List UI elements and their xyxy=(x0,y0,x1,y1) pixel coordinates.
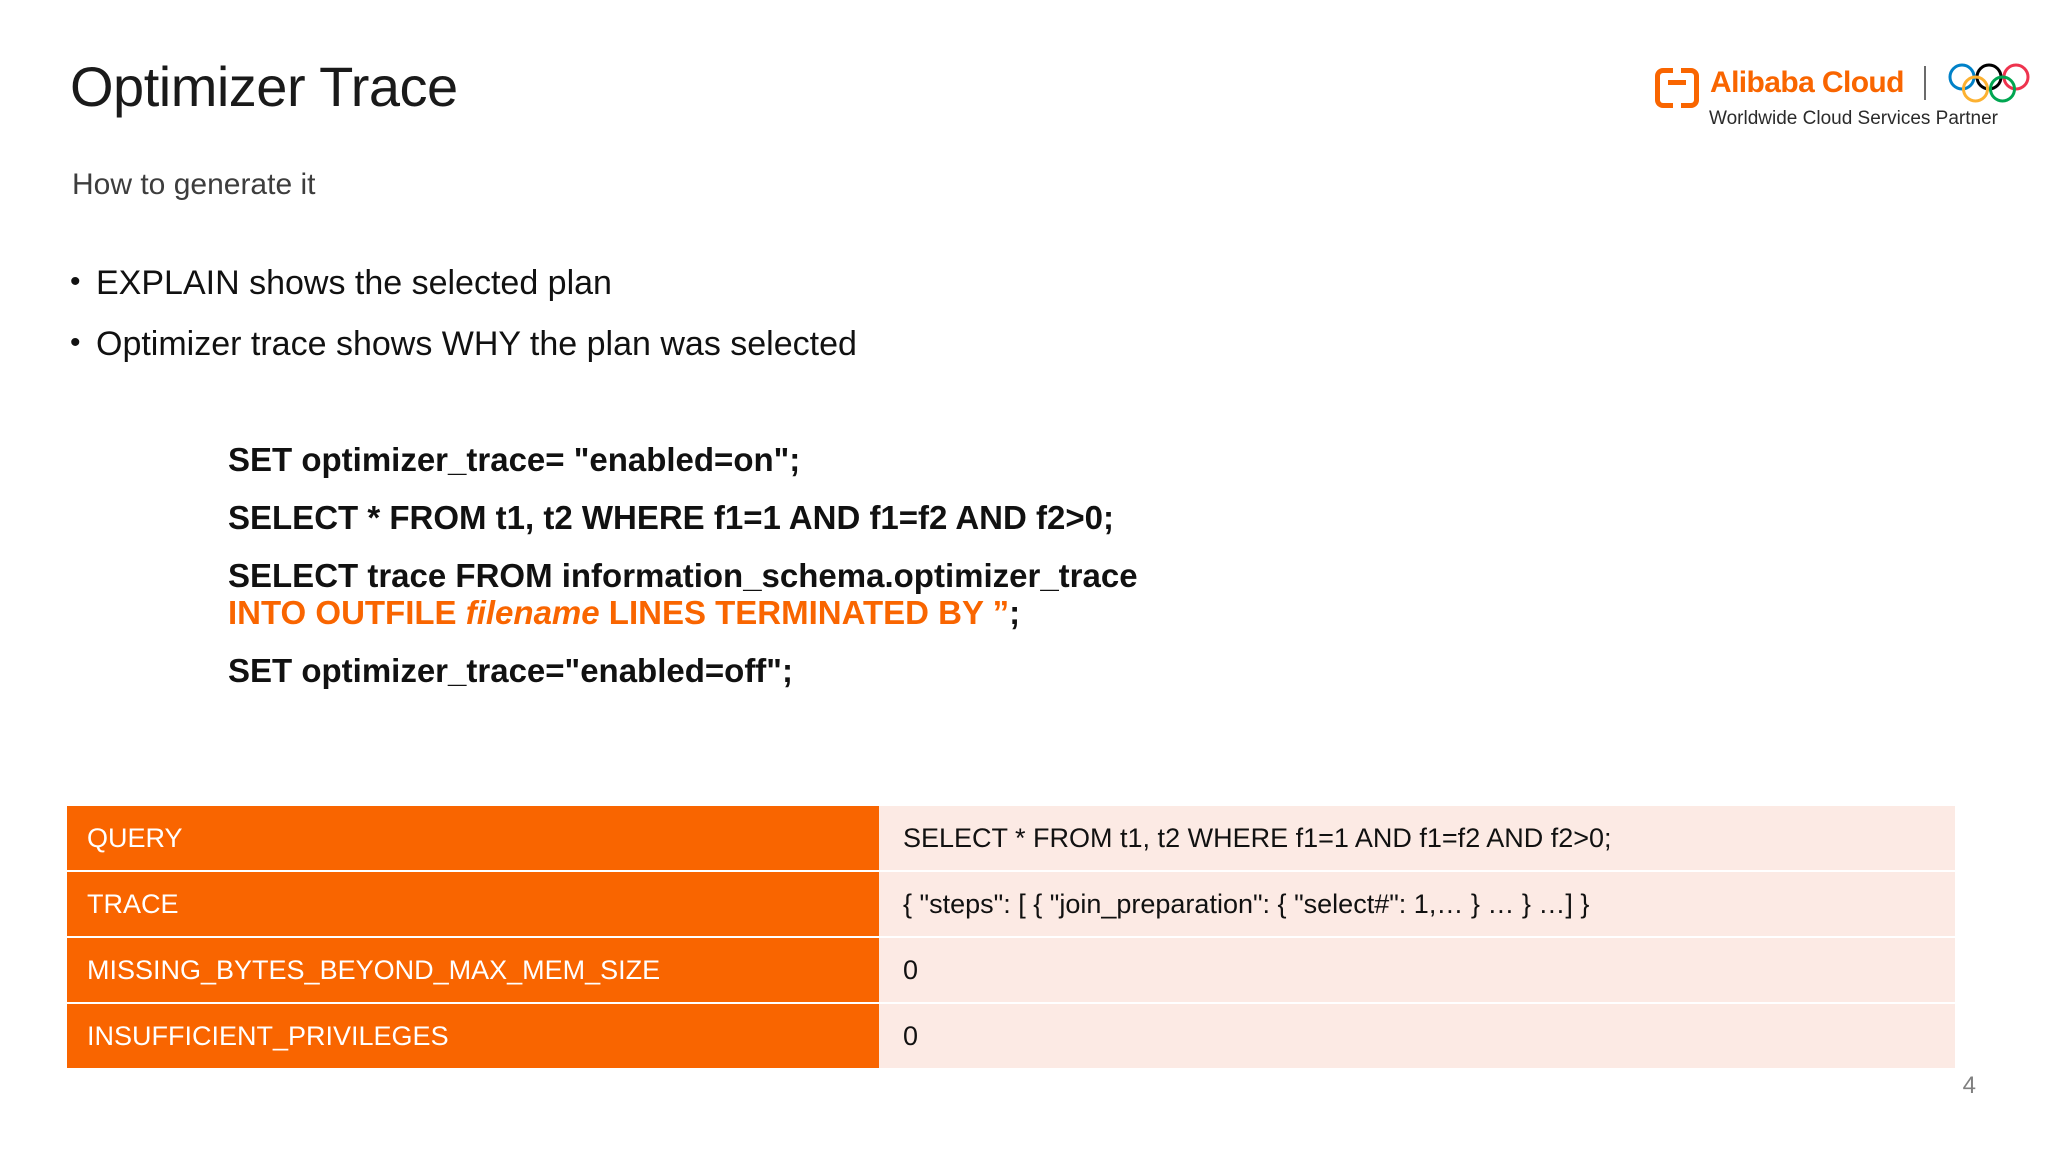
logo-row: Alibaba Cloud xyxy=(1655,62,2030,108)
bullet-marker-icon: • xyxy=(70,265,81,298)
page-number: 4 xyxy=(1962,1072,1976,1099)
logo-tagline: Worldwide Cloud Services Partner xyxy=(1709,108,1998,129)
table-row: QUERY SELECT * FROM t1, t2 WHERE f1=1 AN… xyxy=(67,806,1955,870)
sql-line-select-query: SELECT * FROM t1, t2 WHERE f1=1 AND f1=f… xyxy=(228,499,1114,536)
alibaba-cloud-mark-icon xyxy=(1655,68,1699,108)
table-row: MISSING_BYTES_BEYOND_MAX_MEM_SIZE 0 xyxy=(67,938,1955,1002)
sql-into-outfile-pre: INTO OUTFILE xyxy=(228,594,466,631)
sql-into-outfile-semicolon: ; xyxy=(1009,594,1021,631)
table-row-value: 0 xyxy=(879,1004,1955,1068)
list-item: • EXPLAIN shows the selected plan xyxy=(70,262,1370,305)
table-row-key: INSUFFICIENT_PRIVILEGES xyxy=(67,1004,879,1068)
trace-result-table: QUERY SELECT * FROM t1, t2 WHERE f1=1 AN… xyxy=(67,806,1955,1068)
table-row: INSUFFICIENT_PRIVILEGES 0 xyxy=(67,1004,1955,1068)
logo-divider xyxy=(1923,66,1926,100)
sql-code-block: SET optimizer_trace= "enabled=on"; SELEC… xyxy=(228,443,1728,712)
sql-line-set-off: SET optimizer_trace="enabled=off"; xyxy=(228,652,793,689)
sql-line-select-trace: SELECT trace FROM information_schema.opt… xyxy=(228,557,1138,594)
table-row-value: { "steps": [ { "join_preparation": { "se… xyxy=(879,872,1955,936)
table-row-value: SELECT * FROM t1, t2 WHERE f1=1 AND f1=f… xyxy=(879,806,1955,870)
sql-filename-placeholder: filename xyxy=(465,594,600,631)
sql-line-set-on: SET optimizer_trace= "enabled=on"; xyxy=(228,441,801,478)
table-row-key: MISSING_BYTES_BEYOND_MAX_MEM_SIZE xyxy=(67,938,879,1002)
bullet-text: Optimizer trace shows WHY the plan was s… xyxy=(96,324,857,363)
bullet-marker-icon: • xyxy=(70,325,81,359)
page-title: Optimizer Trace xyxy=(70,55,458,118)
olympic-rings-icon xyxy=(1948,63,2030,103)
page-subtitle: How to generate it xyxy=(72,168,316,201)
table-row: TRACE { "steps": [ { "join_preparation":… xyxy=(67,872,1955,936)
brand-wordmark: Alibaba Cloud xyxy=(1710,66,1904,99)
sql-line-into-outfile: INTO OUTFILE filename LINES TERMINATED B… xyxy=(228,596,1728,629)
table-row-value: 0 xyxy=(879,938,1955,1002)
list-item: • Optimizer trace shows WHY the plan was… xyxy=(70,323,1370,366)
bullet-list: • EXPLAIN shows the selected plan • Opti… xyxy=(70,262,1370,383)
bullet-text: EXPLAIN shows the selected plan xyxy=(96,264,612,302)
table-row-key: TRACE xyxy=(67,872,879,936)
alibaba-cloud-logo: Alibaba Cloud Worldwide Cloud Services P… xyxy=(1655,62,2030,130)
table-row-key: QUERY xyxy=(67,806,879,870)
sql-into-outfile-post: LINES TERMINATED BY ” xyxy=(599,594,1010,631)
